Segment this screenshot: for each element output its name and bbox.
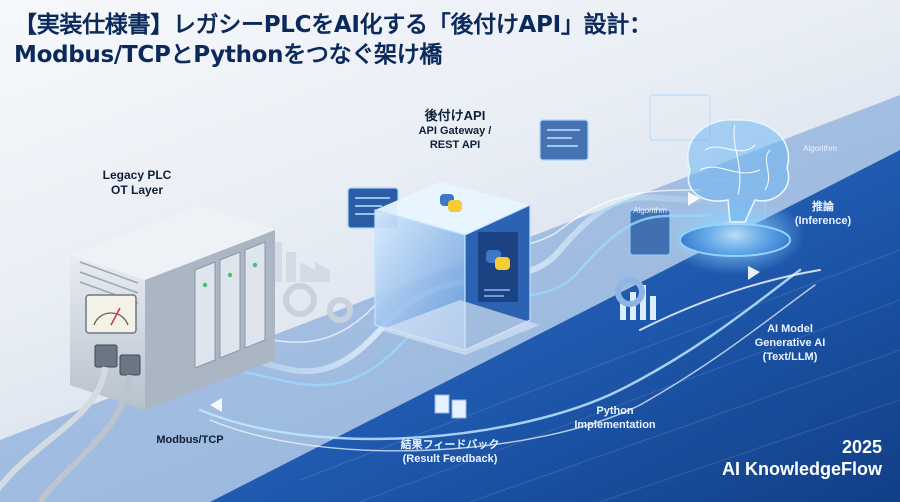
ai-model-label: AI Model Generative AI (Text/LLM) xyxy=(735,322,845,364)
footer-year: 2025 xyxy=(841,437,882,457)
api-label-jp: 後付けAPI xyxy=(424,108,486,123)
gear-icons xyxy=(283,277,645,323)
factory-icon xyxy=(268,242,330,282)
document-icons xyxy=(434,394,467,419)
title-line-1: 【実装仕様書】レガシーPLCをAI化する「後付けAPI」設計： xyxy=(14,12,652,38)
modbus-tcp-label: Modbus/TCP xyxy=(156,434,224,446)
python-implementation-label: Python Implementation xyxy=(560,404,670,432)
inference-label-jp: 推論 xyxy=(812,201,834,213)
plc-rack xyxy=(0,205,275,502)
plc-label-line-1: Legacy PLC xyxy=(102,168,172,182)
python-label-line-1: Python xyxy=(596,405,634,417)
ai-model-line-1: AI Model xyxy=(767,323,813,335)
footer-brand: 2025 AI KnowledgeFlow xyxy=(722,436,882,480)
inference-label: 推論 (Inference) xyxy=(778,200,868,228)
network-cable xyxy=(0,366,108,492)
api-gateway-cube xyxy=(374,182,540,355)
python-label-line-2: Implementation xyxy=(574,419,656,431)
gauge-icon xyxy=(85,294,137,334)
plc-label-line-2: OT Layer xyxy=(110,183,164,197)
ai-model-line-2: Generative AI xyxy=(754,337,826,349)
title-line-2: Modbus/TCPとPythonをつなぐ架け橋 xyxy=(14,42,443,68)
api-label-line-2: REST API xyxy=(429,139,481,151)
legacy-plc-label: Legacy PLC OT Layer xyxy=(92,168,182,198)
footer-brand-name: AI KnowledgeFlow xyxy=(722,459,882,479)
python-logo-icon xyxy=(440,194,510,270)
feedback-label-en: (Result Feedback) xyxy=(402,453,498,465)
algorithm-label-right: Algorithm xyxy=(803,144,837,153)
ai-model-line-3: (Text/LLM) xyxy=(762,351,818,363)
api-label: 後付けAPI API Gateway / REST API xyxy=(400,108,510,152)
page-title: 【実装仕様書】レガシーPLCをAI化する「後付けAPI」設計： Modbus/T… xyxy=(14,10,874,70)
flow-arrows xyxy=(210,192,760,412)
ai-brain xyxy=(665,119,805,275)
inference-label-en: (Inference) xyxy=(794,215,852,227)
result-feedback-label: 結果フィードバック (Result Feedback) xyxy=(375,438,525,466)
algorithm-label-left: Algorithm xyxy=(633,206,667,215)
api-label-line-1: API Gateway / xyxy=(418,125,492,137)
feedback-label-jp: 結果フィードバック xyxy=(400,439,500,451)
